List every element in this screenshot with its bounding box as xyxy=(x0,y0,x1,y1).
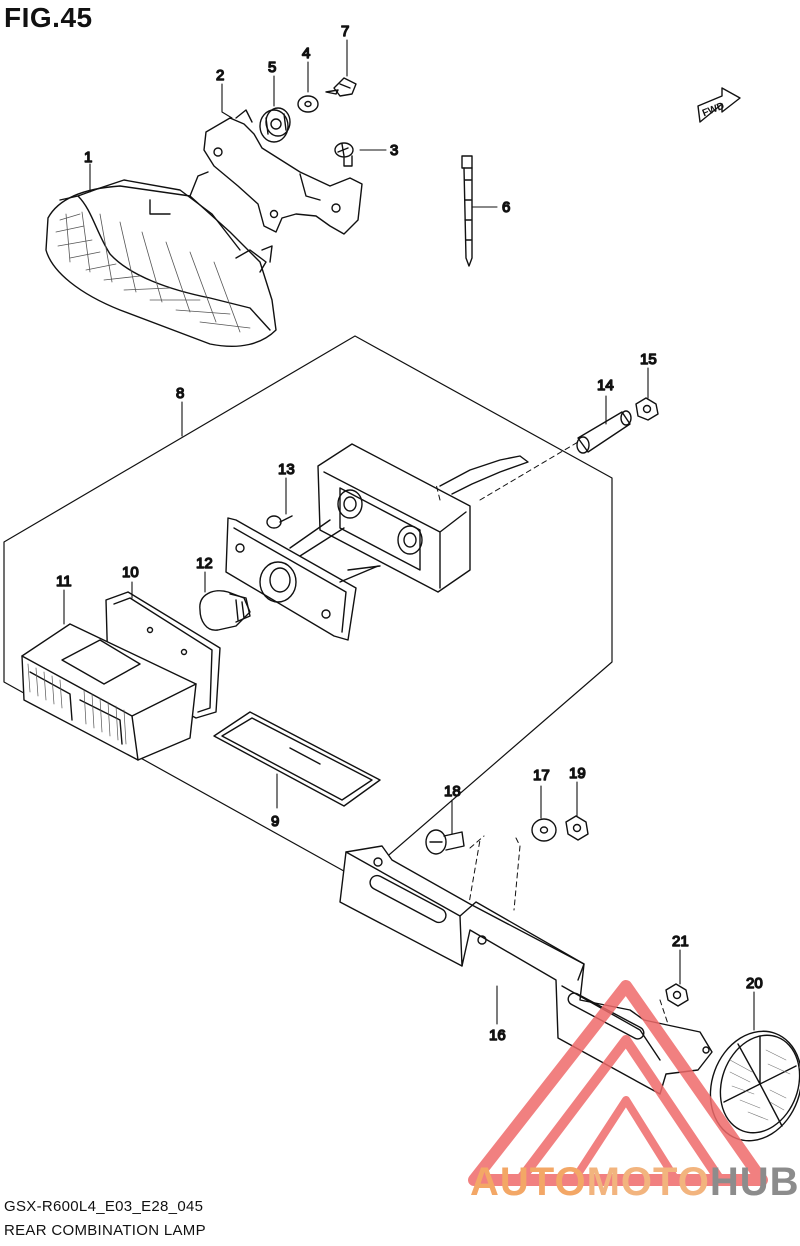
callout-10: 10 xyxy=(122,564,139,581)
watermark-part-moto: MOTO xyxy=(586,1160,710,1204)
callout-3: 3 xyxy=(390,142,398,159)
callout-6: 6 xyxy=(502,199,510,216)
callout-9: 9 xyxy=(271,813,279,830)
part-18-bolt xyxy=(425,829,465,855)
callout-5: 5 xyxy=(268,59,276,76)
callout-labels: 1 2 3 4 5 6 7 8 9 10 11 12 13 14 15 16 1… xyxy=(55,22,763,1044)
callout-15: 15 xyxy=(640,351,657,368)
callout-7: 7 xyxy=(341,23,349,40)
callout-20: 20 xyxy=(746,975,763,992)
callout-12: 12 xyxy=(196,555,213,572)
part-11-lens xyxy=(21,623,197,761)
callout-18: 18 xyxy=(444,783,461,800)
lamp-socket-base xyxy=(225,517,381,641)
part-4-washer xyxy=(297,95,319,113)
callout-2: 2 xyxy=(216,67,224,84)
part-13-screw xyxy=(266,515,293,529)
callout-8: 8 xyxy=(176,385,184,402)
callout-14: 14 xyxy=(597,377,614,394)
watermark-part-auto: AUTO xyxy=(470,1160,587,1204)
watermark-text: AUTOMOTOHUB xyxy=(470,1160,800,1205)
model-code: GSX-R600L4_E03_E28_045 xyxy=(4,1198,204,1215)
part-1-rear-lamp-assembly xyxy=(45,171,277,347)
part-6-cable-tie xyxy=(461,155,473,267)
part-5-grommet xyxy=(259,107,291,143)
figure-title: FIG.45 xyxy=(4,2,93,33)
part-19-nut xyxy=(565,815,589,841)
part-17-washer xyxy=(531,818,557,842)
part-2-lamp-bracket xyxy=(203,109,363,235)
part-3-screw xyxy=(334,142,354,167)
callout-21: 21 xyxy=(672,933,689,950)
callout-1: 1 xyxy=(84,149,92,166)
part-15-nut xyxy=(635,397,659,421)
callout-16: 16 xyxy=(489,1027,506,1044)
callout-17: 17 xyxy=(533,767,550,784)
license-lamp-housing xyxy=(317,443,529,593)
callout-4: 4 xyxy=(302,45,310,62)
part-12-bulb xyxy=(199,590,251,631)
leader-lines xyxy=(63,39,755,1031)
watermark-part-hub: HUB xyxy=(709,1160,800,1204)
assembly-name: REAR COMBINATION LAMP xyxy=(4,1222,206,1239)
part-9-lens-plate xyxy=(213,711,381,807)
part-7-bolt xyxy=(325,77,357,97)
fwd-arrow-icon: FWD xyxy=(697,87,741,123)
part-20-reflector xyxy=(709,1030,800,1142)
callout-13: 13 xyxy=(278,461,295,478)
watermark-logo-icon xyxy=(468,980,768,1186)
callout-19: 19 xyxy=(569,765,586,782)
part-16-reflector-bracket xyxy=(339,845,713,1095)
part-14-spacer xyxy=(576,410,632,454)
callout-11: 11 xyxy=(56,573,72,590)
part-21-nut xyxy=(665,983,689,1007)
